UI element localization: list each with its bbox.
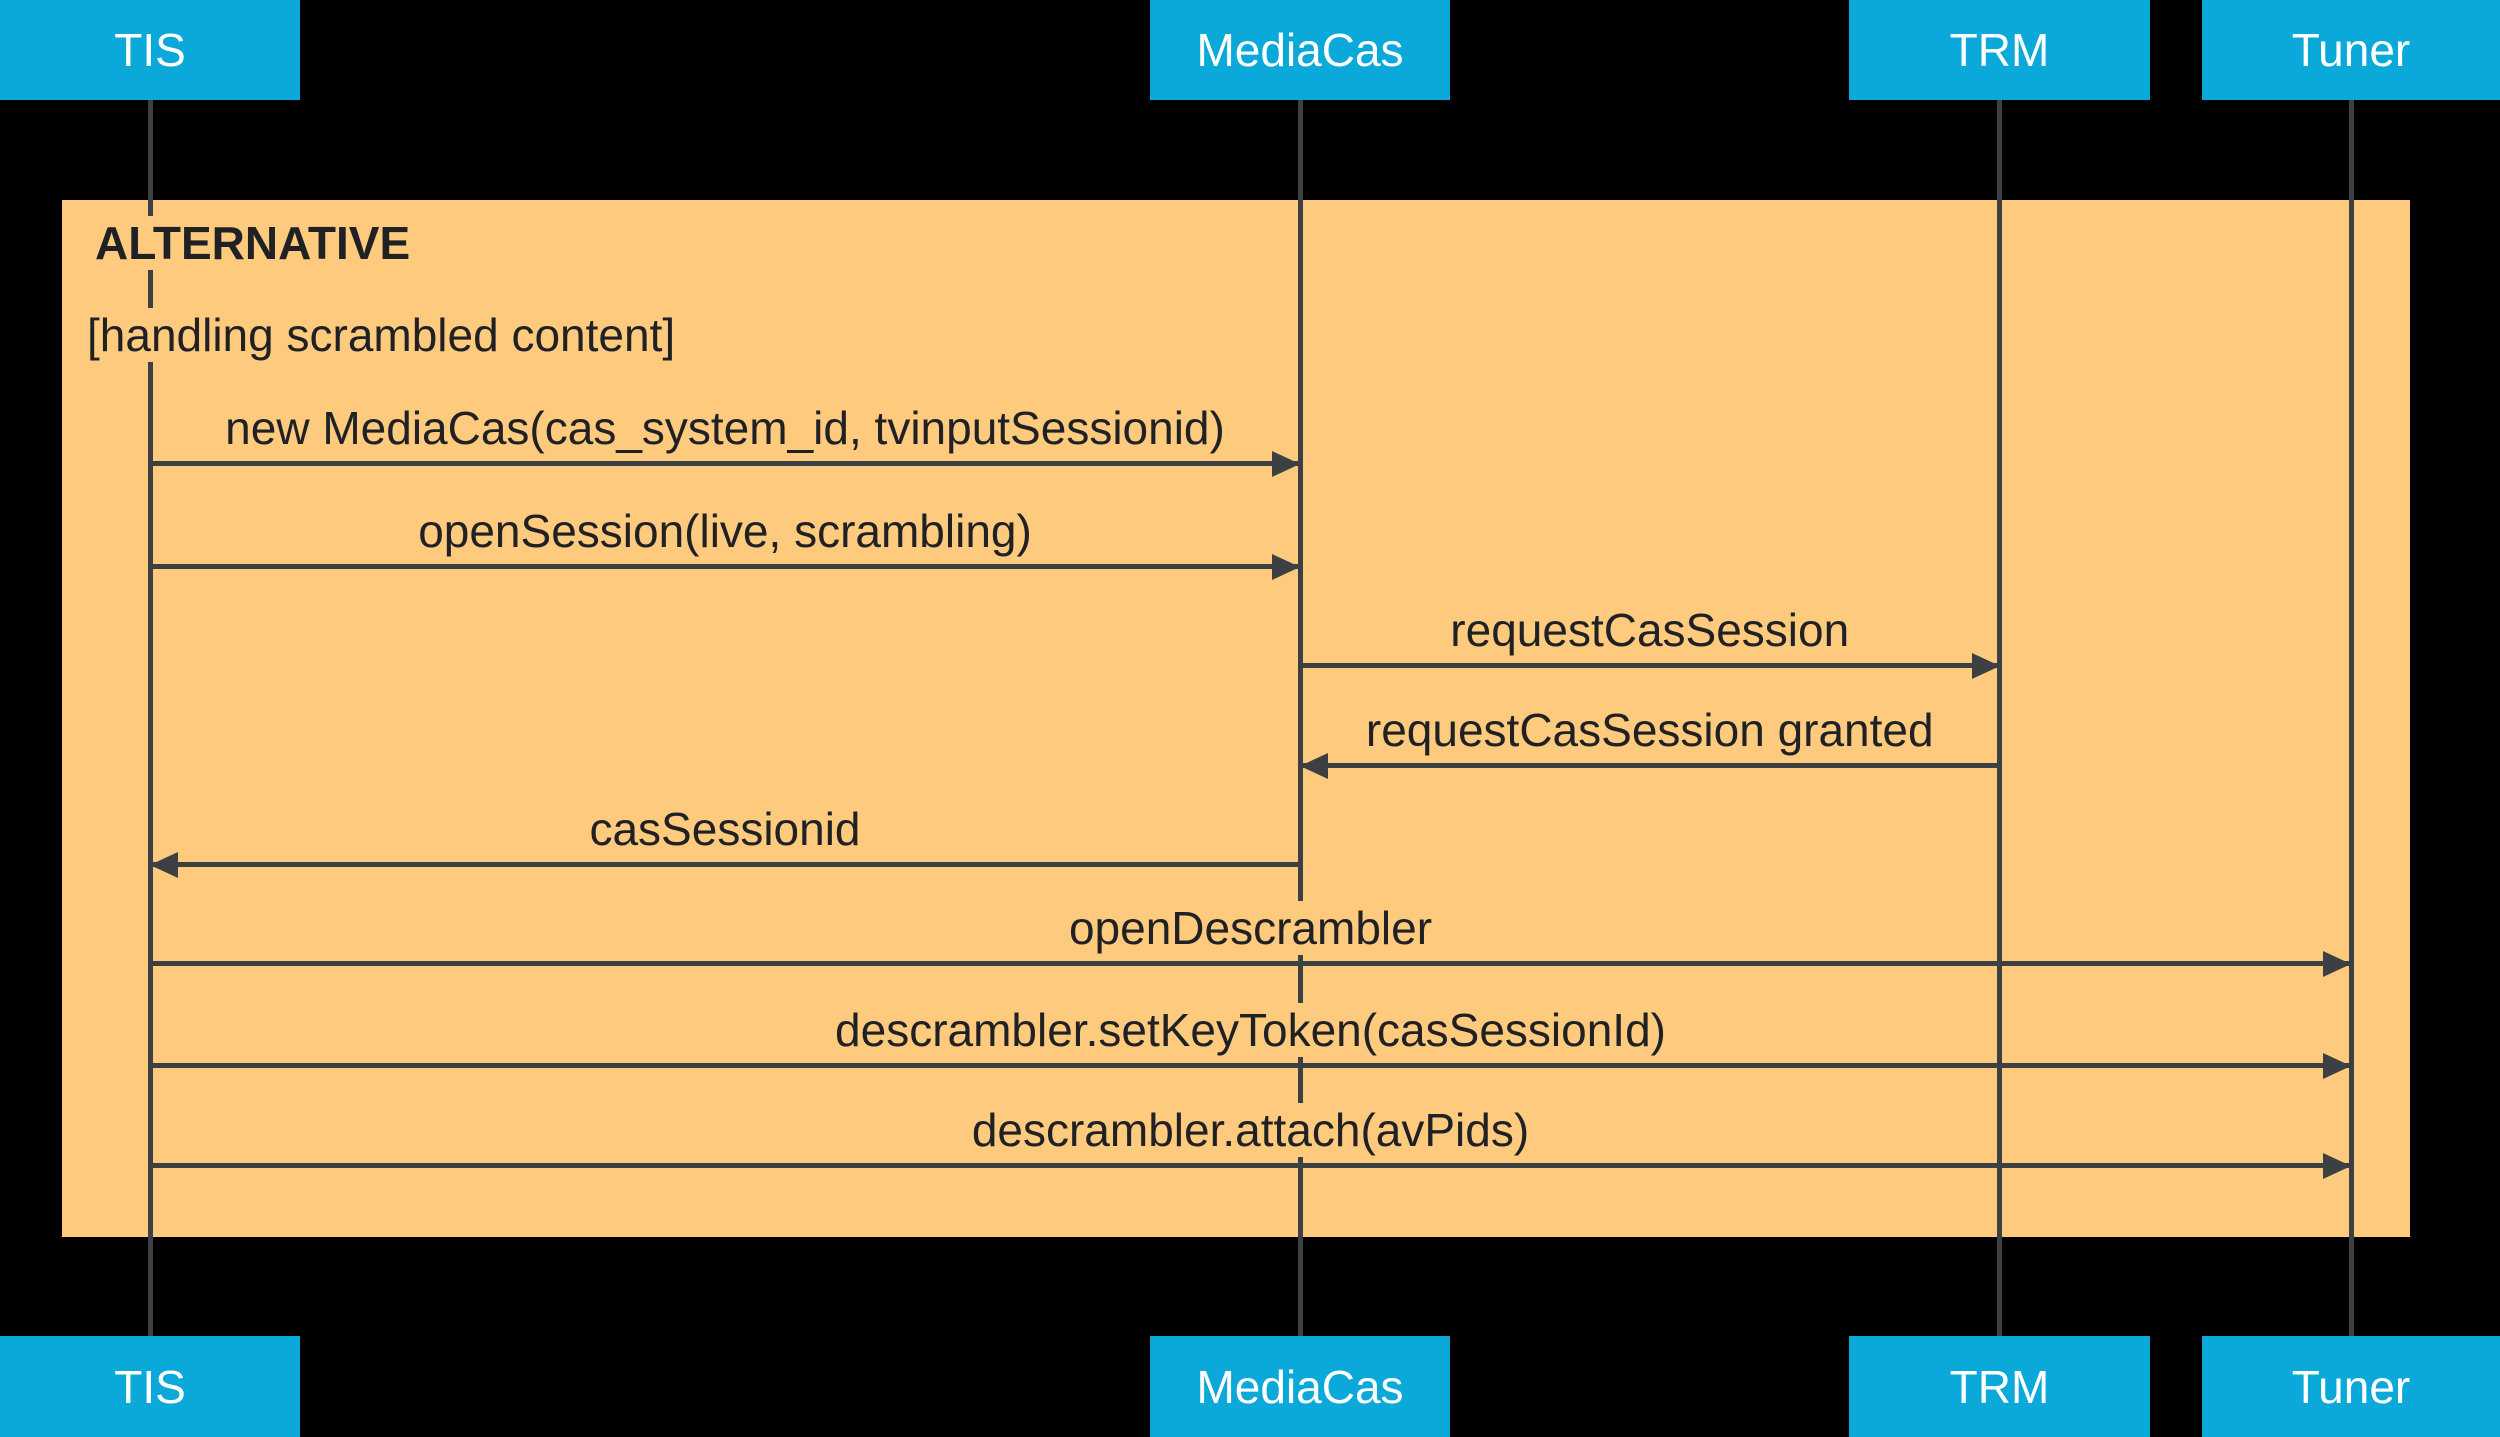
message-line-1 [150,564,1300,569]
participant-box-tis-bottom: TIS [0,1336,300,1437]
lifeline-trm [1997,100,2002,1336]
participant-box-tuner-bottom: Tuner [2202,1336,2500,1437]
participant-box-trm-top: TRM [1849,0,2150,100]
message-line-5 [150,961,2351,966]
lifeline-mediacas [1297,100,1303,1336]
message-label-0: new MediaCas(cas_system_id, tvinputSessi… [209,401,1241,455]
participant-box-mediacas-top: MediaCas [1150,0,1450,100]
message-label-7: descrambler.attach(avPids) [955,1103,1546,1157]
message-label-2: requestCasSession [1434,603,1866,657]
lifeline-tuner [2348,100,2354,1336]
message-label-6: descrambler.setKeyToken(casSessionId) [819,1003,1682,1057]
message-line-7 [150,1163,2351,1168]
message-arrowhead-icon-7 [2323,1153,2351,1179]
message-label-4: casSessionid [573,802,877,856]
participant-box-trm-bottom: TRM [1849,1336,2150,1437]
participant-box-tis-top: TIS [0,0,300,100]
message-arrowhead-icon-5 [2323,951,2351,977]
alt-frame-operator-label: ALTERNATIVE [83,216,423,270]
message-line-4 [150,862,1300,867]
participant-box-mediacas-bottom: MediaCas [1150,1336,1450,1437]
lifeline-tis [147,100,153,1336]
message-arrowhead-icon-3 [1300,753,1328,779]
alt-frame-guard-label: [handling scrambled content] [75,308,688,362]
message-arrowhead-icon-4 [150,852,178,878]
message-arrowhead-icon-2 [1971,653,2000,679]
message-label-3: requestCasSession granted [1349,703,1950,757]
message-arrowhead-icon-0 [1272,451,1300,477]
message-line-2 [1300,663,2000,668]
message-arrowhead-icon-1 [1272,554,1300,580]
message-line-3 [1300,763,2000,768]
message-line-0 [150,461,1300,466]
participant-box-tuner-top: Tuner [2202,0,2500,100]
message-label-1: openSession(live, scrambling) [402,504,1048,558]
message-label-5: openDescrambler [1052,901,1449,955]
message-line-6 [150,1063,2351,1068]
message-arrowhead-icon-6 [2323,1053,2351,1079]
